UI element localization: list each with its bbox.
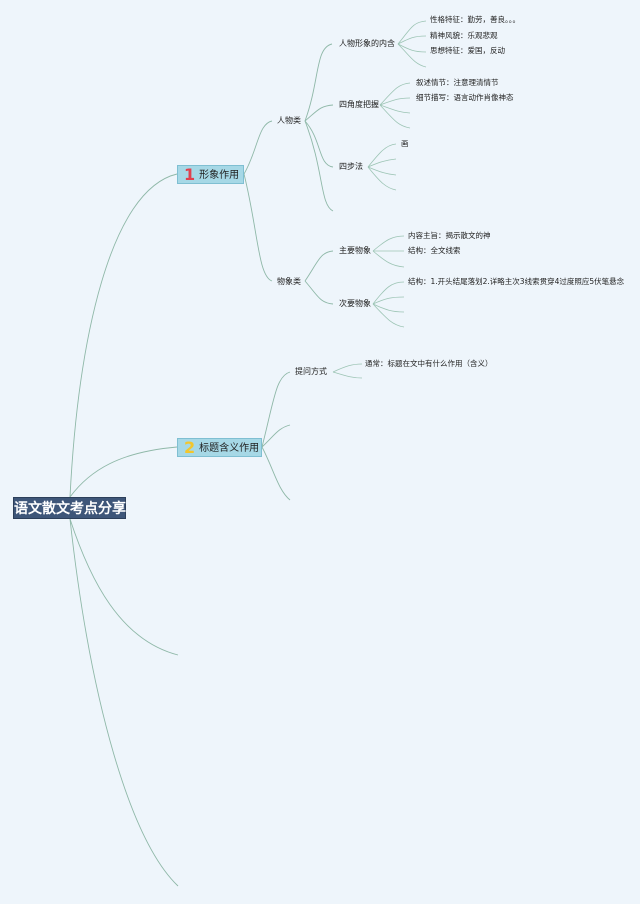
connector-tiwen-e1 [332, 371, 363, 379]
connector-tiwen-l1 [332, 363, 363, 373]
connector-root-b1 [69, 173, 178, 498]
branch-number: 2 [184, 438, 196, 457]
connector-g1-l3 [397, 43, 427, 53]
leaf-xingge[interactable]: 性格特征：勤劳，善良。。。 [430, 15, 520, 24]
leaf-jingshen[interactable]: 精神风貌：乐观悲观 [430, 31, 498, 40]
branch-label: 标题含义作用 [199, 443, 260, 454]
connector-b2-tiwen [261, 371, 291, 448]
connector-b2-empty-1 [261, 424, 291, 448]
leaf-hua[interactable]: 画 [401, 139, 409, 148]
connector-b1-renwu [243, 120, 273, 175]
connector-root-empty-1 [69, 518, 179, 656]
connector-wuxiang-g1 [304, 250, 334, 282]
branch-number: 1 [184, 165, 196, 184]
connector-g3-e3 [367, 166, 397, 191]
connector-cy-e2 [372, 303, 405, 313]
leaf-xijie[interactable]: 细节描写：语言动作肖像神态 [416, 93, 514, 102]
connector-g2-e2 [379, 104, 411, 129]
branch-label: 形象作用 [199, 170, 240, 181]
leaf-xushu[interactable]: 叙述情节：注意理清情节 [416, 78, 499, 87]
group-renwu-neihan[interactable]: 人物形象的内含 [339, 39, 395, 48]
connector-g2-l2 [379, 97, 411, 106]
connector-g3-l1 [367, 143, 397, 168]
connector-root-b2 [69, 446, 178, 498]
group-zhuyao-wuxiang[interactable]: 主要物象 [339, 246, 371, 255]
connector-g1-e1 [397, 43, 427, 68]
connector-zy-l1 [372, 235, 405, 252]
leaf-neirong-zhuzhi[interactable]: 内容主旨：揭示散文的神 [408, 231, 491, 240]
root-node[interactable]: 语文散文考点分享 [13, 497, 126, 519]
connector-g3-e1 [367, 158, 397, 168]
connector-cy-e3 [372, 303, 405, 328]
leaf-tongchang[interactable]: 通常：标题在文中有什么作用（含义） [365, 359, 493, 368]
connector-g1-l1 [397, 20, 427, 45]
connector-b1-wuxiang [243, 173, 273, 282]
connector-root-empty-2 [69, 518, 179, 887]
connector-wuxiang-g2 [304, 280, 334, 305]
category-wuxiang[interactable]: 物象类 [277, 277, 301, 286]
category-tiwen-fangshi[interactable]: 提问方式 [295, 367, 327, 376]
group-sibufa[interactable]: 四步法 [339, 162, 363, 171]
leaf-jiegou-list[interactable]: 结构：1.开头结尾落划2.详略主次3线索贯穿4过度照应5伏笔悬念 [408, 277, 625, 286]
connector-g2-e1 [379, 104, 411, 114]
connector-zy-e1 [372, 250, 405, 268]
group-sijiaodu[interactable]: 四角度把握 [339, 100, 379, 109]
connector-g3-e2 [367, 166, 397, 176]
connector-renwu-empty [304, 120, 334, 212]
category-renwu[interactable]: 人物类 [277, 116, 301, 125]
connector-cy-l1 [372, 281, 405, 305]
connector-renwu-g2 [304, 104, 334, 122]
connector-renwu-g1 [304, 43, 333, 122]
connector-g2-l1 [379, 82, 411, 106]
leaf-sixiang[interactable]: 思想特征：爱国，反动 [430, 46, 505, 55]
connector-b2-empty-2 [261, 446, 291, 501]
leaf-jiegou-xiansuo[interactable]: 结构：全文线索 [408, 246, 461, 255]
connector-renwu-g3 [304, 120, 334, 168]
group-ciyao-wuxiang[interactable]: 次要物象 [339, 299, 371, 308]
connector-cy-e1 [372, 296, 405, 305]
connector-g1-l2 [397, 35, 427, 45]
